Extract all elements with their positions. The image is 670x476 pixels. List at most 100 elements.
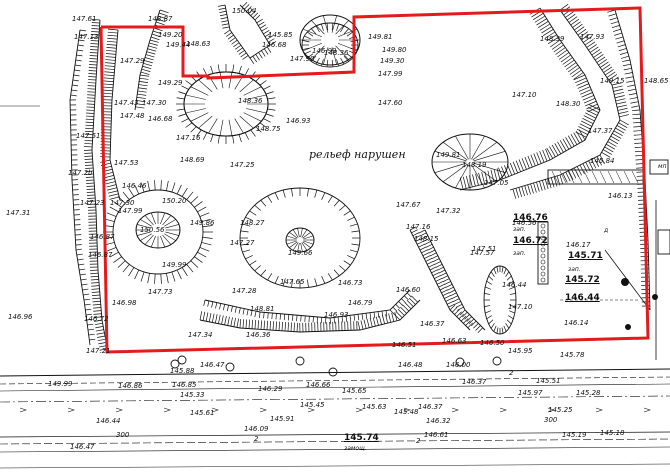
right-ridge-outer bbox=[610, 76, 619, 83]
hollow-b-rim bbox=[186, 264, 194, 273]
right-ridge bbox=[585, 100, 597, 107]
outer-slope bbox=[83, 293, 90, 296]
right-ridge-outer bbox=[613, 88, 624, 92]
elevation-label: 147.10 bbox=[508, 303, 533, 311]
hollow-a-rim bbox=[181, 85, 189, 90]
right-ridge-outer bbox=[611, 82, 622, 86]
hollow-b-rim bbox=[109, 206, 119, 213]
hollow-a-rim bbox=[265, 91, 274, 95]
elevation-label: 146.32 bbox=[426, 417, 451, 425]
hollow-c-rim bbox=[260, 199, 267, 207]
far-right-slope bbox=[609, 17, 618, 21]
diagonal-ridge-2 bbox=[454, 301, 461, 305]
pole-symbol bbox=[455, 357, 465, 367]
bottom-belt-inner bbox=[267, 312, 269, 319]
elevation-label: 147.05 bbox=[484, 179, 509, 187]
inner-slope bbox=[102, 89, 113, 92]
bottom-belt-inner bbox=[283, 314, 286, 321]
elevation-label: 149.30 bbox=[380, 57, 405, 65]
left-slope bbox=[83, 149, 93, 151]
diagonal-ridge-2 bbox=[425, 243, 433, 248]
building-hatch bbox=[575, 170, 583, 184]
hollow-a-rim bbox=[217, 135, 220, 144]
hollow-b-rim bbox=[197, 251, 207, 258]
top-mound bbox=[250, 10, 256, 16]
outer-slope bbox=[79, 268, 86, 271]
road-line bbox=[0, 383, 670, 392]
left-ridge bbox=[156, 18, 166, 23]
elevation-label: 147.10 bbox=[512, 91, 537, 99]
hollow-a-rim bbox=[202, 132, 208, 140]
hollow-a-ray bbox=[219, 72, 224, 89]
bottom-belt bbox=[397, 308, 405, 316]
right-ridge-outer bbox=[527, 184, 531, 195]
elevation-label: 147.53 bbox=[114, 159, 139, 167]
right-ridge bbox=[579, 123, 591, 130]
right-ridge-outer bbox=[568, 170, 574, 180]
inner-slope bbox=[106, 40, 117, 43]
elevation-label: 145.65 bbox=[342, 387, 367, 395]
top-pit-rim bbox=[321, 23, 324, 31]
elevation-label: 146.96 bbox=[8, 313, 33, 321]
right-ridge bbox=[542, 29, 554, 36]
bottom-belt-inner bbox=[308, 316, 310, 323]
diagonal-ridge bbox=[436, 280, 444, 285]
outer-slope bbox=[78, 263, 85, 266]
left-ridge bbox=[152, 30, 162, 35]
outer-slope bbox=[80, 278, 87, 281]
hollow-a-ray bbox=[228, 119, 233, 136]
hollow-c-rim bbox=[242, 249, 251, 253]
inner-slope bbox=[107, 187, 118, 191]
inner-slope bbox=[103, 77, 114, 80]
right-ridge bbox=[580, 120, 592, 127]
top-pit-rim bbox=[315, 57, 320, 65]
hollow-b-rim bbox=[202, 225, 213, 228]
diagonal-ridge bbox=[463, 318, 469, 324]
bottom-belt bbox=[208, 312, 212, 322]
bottom-belt-inner bbox=[325, 317, 327, 324]
hollow-b-rim bbox=[154, 273, 156, 284]
outer-slope bbox=[73, 74, 80, 77]
hollow-b-rim bbox=[160, 180, 162, 191]
hollow-c-rim bbox=[267, 195, 273, 203]
bottom-belt bbox=[402, 304, 410, 312]
bottom-belt bbox=[251, 319, 253, 329]
outer-slope bbox=[75, 59, 82, 62]
mp-box bbox=[649, 159, 669, 175]
elevation-label: 146.37 bbox=[418, 403, 443, 411]
far-right-slope bbox=[633, 134, 642, 136]
top-mound bbox=[219, 10, 227, 13]
hollow-b-ray bbox=[164, 233, 176, 241]
diagonal-ridge-2 bbox=[427, 246, 434, 251]
top-pit-rim bbox=[311, 28, 317, 35]
hollow-c-ray bbox=[302, 232, 311, 239]
right-pit bbox=[490, 271, 495, 277]
road-line bbox=[0, 438, 670, 445]
right-ridge bbox=[546, 34, 557, 42]
top-mound bbox=[240, 52, 247, 58]
hollow-c-rim bbox=[321, 276, 326, 284]
bottom-belt bbox=[266, 320, 268, 330]
elevation-label: 149.99 bbox=[162, 261, 187, 269]
bottom-belt bbox=[281, 321, 283, 331]
road-arrow bbox=[211, 407, 219, 413]
elevation-label: 145.18 bbox=[600, 429, 625, 437]
right-pit bbox=[506, 319, 512, 325]
bottom-belt bbox=[366, 318, 370, 328]
inner-slope bbox=[105, 181, 116, 185]
left-slope bbox=[89, 61, 98, 63]
hollow-c-ray bbox=[300, 228, 303, 238]
top-mound bbox=[231, 39, 238, 45]
elevation-label: 148.30 bbox=[556, 100, 581, 108]
elevation-label: зап. bbox=[513, 226, 526, 233]
hollow-a-rim bbox=[210, 134, 214, 143]
hollow-a-ray bbox=[243, 86, 262, 96]
building-hatch bbox=[599, 170, 607, 184]
outer-slope bbox=[83, 298, 90, 301]
bottom-belt bbox=[239, 318, 241, 329]
hollow-a-rim bbox=[263, 118, 271, 123]
hollow-c-rim bbox=[314, 278, 318, 287]
outer-slope bbox=[87, 328, 94, 331]
right-ridge bbox=[553, 44, 564, 53]
